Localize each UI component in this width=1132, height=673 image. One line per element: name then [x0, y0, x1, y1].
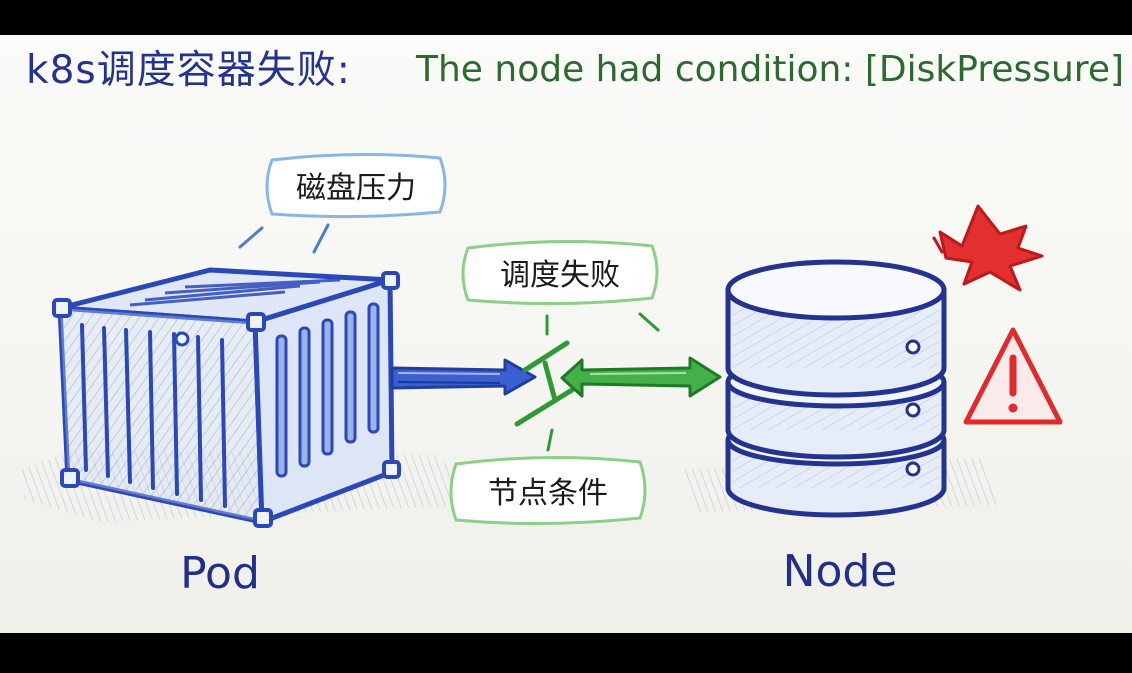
bubble-node-condition-text: 节点条件	[488, 476, 608, 511]
bubble-scheduling-failed-text: 调度失败	[500, 258, 620, 293]
bubble-disk-pressure: 磁盘压力	[238, 152, 447, 254]
lightning-icon	[932, 204, 1044, 292]
broken-link-icon	[514, 340, 575, 427]
bubble-scheduling-failed: 调度失败	[461, 239, 660, 336]
node-label: Node	[783, 546, 898, 597]
schedule-arrow-green	[560, 356, 722, 398]
node-server-icon	[725, 259, 947, 518]
title-message: The node had condition: [DiskPressure]	[415, 49, 1124, 90]
warning-icon	[963, 327, 1063, 425]
diagram-svg: k8s调度容器失败: The node had condition: [Disk…	[20, 48, 1124, 599]
pod-container-icon	[52, 267, 401, 528]
pod-label: Pod	[180, 548, 260, 599]
diagram-canvas: k8s调度容器失败: The node had condition: [Disk…	[0, 35, 1132, 633]
schedule-arrow-blue	[390, 358, 537, 396]
bubble-disk-pressure-text: 磁盘压力	[296, 171, 416, 206]
bubble-node-condition: 节点条件	[449, 428, 647, 526]
title-prefix: k8s调度容器失败:	[26, 48, 351, 93]
